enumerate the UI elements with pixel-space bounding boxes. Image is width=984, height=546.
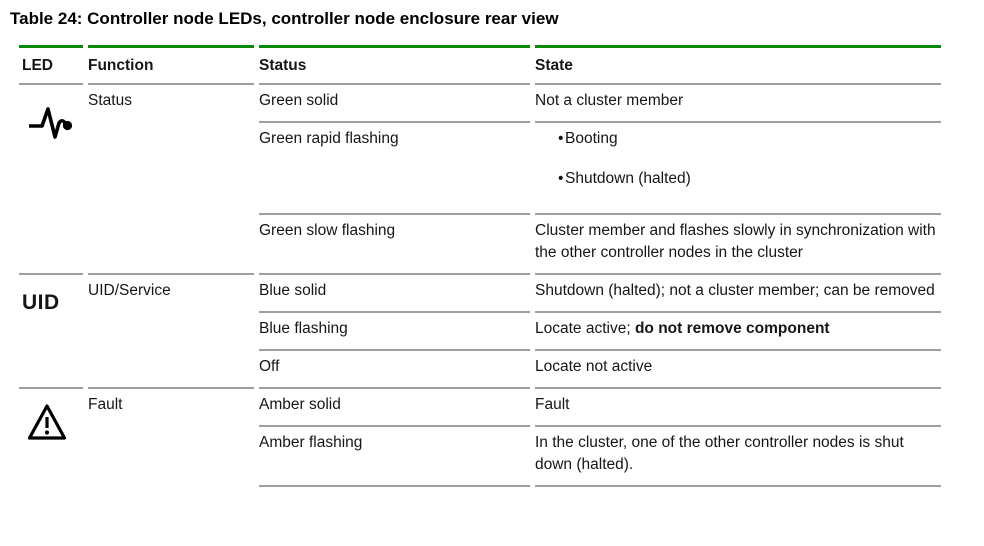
led-cell <box>19 387 83 487</box>
status-cell: Blue flashing <box>259 311 530 349</box>
state-bold-text: do not remove component <box>634 320 830 337</box>
column-header-status: Status <box>259 45 530 85</box>
led-cell: UID <box>19 273 83 387</box>
bullet-marker: • <box>558 170 564 187</box>
bullet-text: Booting <box>565 130 618 147</box>
bullet-text: Shutdown (halted) <box>565 170 691 187</box>
state-cell: Locate not active <box>535 349 941 387</box>
warning-triangle-icon <box>26 402 83 449</box>
heartbeat-icon <box>28 104 83 149</box>
uid-led-label: UID <box>22 291 60 314</box>
function-label: Fault <box>88 387 254 487</box>
bullet-item: •Shutdown (halted) <box>537 168 941 190</box>
status-cell: Amber flashing <box>259 425 530 487</box>
table-header-row: LED Function Status State <box>19 45 941 85</box>
status-cell: Green rapid flashing <box>259 121 530 213</box>
bullet-item: •Booting <box>537 128 941 150</box>
function-label: Status <box>88 92 132 109</box>
status-cell: Green solid <box>259 92 339 109</box>
status-cell: Green slow flashing <box>259 213 530 273</box>
state-cell: In the cluster, one of the other control… <box>535 425 941 487</box>
status-cell: Off <box>259 349 530 387</box>
state-cell: Fault <box>535 387 941 425</box>
state-cell: Cluster member and flashes slowly in syn… <box>535 213 941 273</box>
state-cell: •Booting•Shutdown (halted) <box>535 121 941 213</box>
state-cell: Locate active; do not remove component <box>535 311 941 349</box>
status-cell: Blue solid <box>259 273 530 311</box>
column-header-state: State <box>535 45 941 85</box>
led-cell <box>19 85 83 273</box>
state-cell: Not a cluster member <box>535 92 684 109</box>
table-caption: Table 24: Controller node LEDs, controll… <box>10 9 559 28</box>
column-header-led: LED <box>19 45 83 85</box>
function-label: UID/Service <box>88 273 254 387</box>
state-cell: Shutdown (halted); not a cluster member;… <box>535 273 941 311</box>
document-page: Table 24: Controller node LEDs, controll… <box>0 8 984 487</box>
column-header-function: Function <box>88 45 254 85</box>
status-cell: Amber solid <box>259 387 530 425</box>
state-bullet-list: •Booting•Shutdown (halted) <box>535 128 941 204</box>
bullet-marker: • <box>558 130 564 147</box>
